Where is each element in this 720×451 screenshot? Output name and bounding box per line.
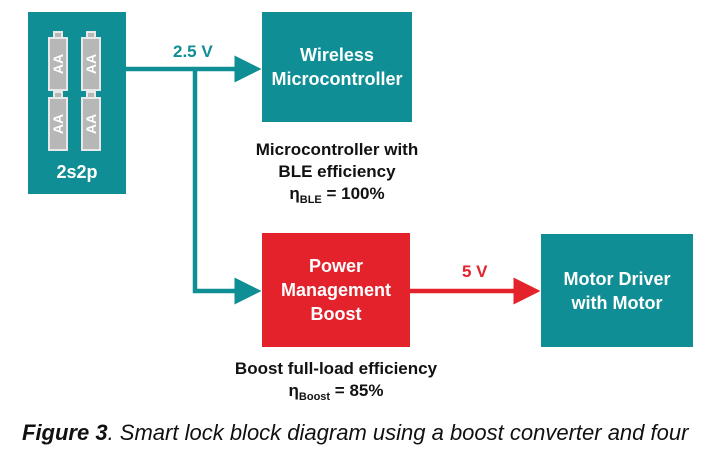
motor-driver-block: Motor Driver with Motor bbox=[541, 234, 693, 347]
figure-caption: Figure 3. Smart lock block diagram using… bbox=[22, 420, 688, 446]
battery-cap-icon bbox=[86, 91, 96, 97]
wire-battery-to-boost bbox=[192, 69, 262, 305]
battery-pack: AA AA AA AA 2s2p bbox=[28, 12, 126, 194]
block-label: Management bbox=[280, 280, 392, 300]
aa-battery-icon: AA bbox=[81, 97, 101, 151]
figure-text: . Smart lock block diagram using a boost… bbox=[107, 420, 689, 445]
caption-line: Microcontroller with bbox=[255, 140, 419, 159]
voltage-label-main: 2.5 V bbox=[173, 42, 213, 61]
caption-line: Boost full-load efficiency bbox=[234, 359, 438, 378]
battery-config-label: 2s2p bbox=[56, 162, 98, 182]
ble-efficiency-value: ηBLE = 100% bbox=[289, 184, 385, 206]
caption-line: BLE efficiency bbox=[278, 162, 396, 181]
aa-battery-icon: AA bbox=[48, 97, 68, 151]
battery-cap-icon bbox=[53, 31, 63, 37]
battery-cap-icon bbox=[53, 91, 63, 97]
boost-efficiency-value: ηBoost = 85% bbox=[288, 381, 384, 403]
block-label: with Motor bbox=[571, 292, 663, 313]
wireless-microcontroller-block: Wireless Microcontroller bbox=[262, 12, 412, 122]
ble-efficiency-caption: Microcontroller with BLE efficiency ηBLE… bbox=[232, 139, 442, 211]
power-management-boost-block: Power Management Boost bbox=[262, 233, 410, 347]
block-label: Microcontroller bbox=[271, 69, 403, 89]
block-label: Power bbox=[308, 256, 364, 276]
block-label: Wireless bbox=[300, 45, 374, 65]
block-label: Motor Driver bbox=[563, 268, 671, 289]
voltage-label-boosted: 5 V bbox=[462, 262, 488, 281]
battery-cap-icon bbox=[86, 31, 96, 37]
aa-battery-icon: AA bbox=[48, 37, 68, 91]
boost-efficiency-caption: Boost full-load efficiency ηBoost = 85% bbox=[206, 358, 466, 408]
block-label: Boost bbox=[310, 304, 362, 324]
figure-label: Figure 3 bbox=[22, 420, 108, 445]
aa-battery-icon: AA bbox=[81, 37, 101, 91]
